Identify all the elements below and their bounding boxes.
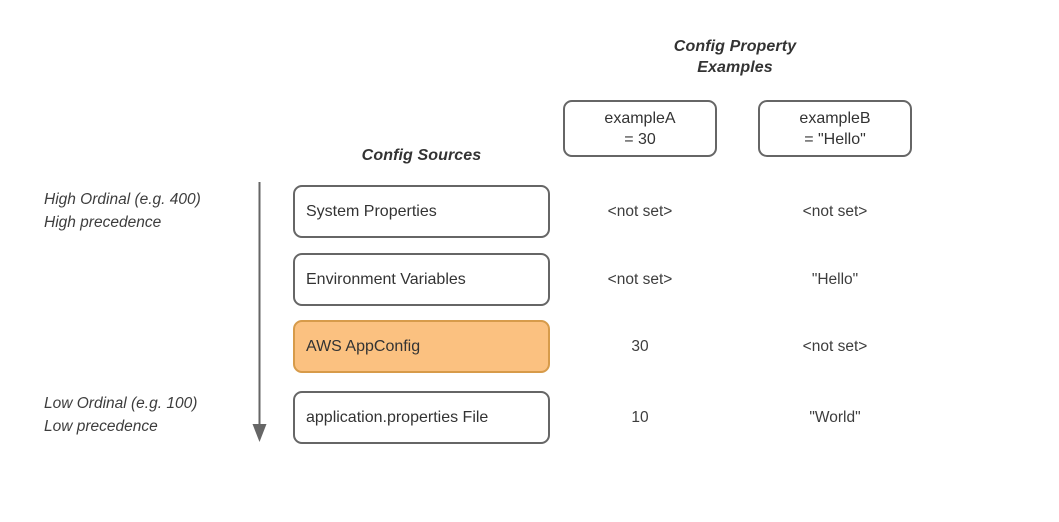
table-row: AWS AppConfig 30 <not set> bbox=[0, 320, 1059, 373]
config-source-box-application-properties-file[interactable]: application.properties File bbox=[293, 391, 550, 444]
config-source-label: AWS AppConfig bbox=[306, 337, 421, 355]
precedence-down-arrow-icon bbox=[252, 182, 267, 442]
config-source-label: application.properties File bbox=[306, 408, 489, 426]
high-ordinal-line-1: High Ordinal (e.g. 400) bbox=[44, 191, 201, 208]
table-row: application.properties File 10 "World" bbox=[0, 391, 1059, 444]
config-sources-title: Config Sources bbox=[361, 147, 482, 164]
property-header-box-examplea: exampleA = 30 bbox=[563, 100, 717, 157]
value-cell-examplea: 30 bbox=[631, 337, 649, 355]
value-cell-exampleb: <not set> bbox=[802, 337, 868, 355]
value-cell-examplea: <not set> bbox=[607, 202, 673, 220]
value-cell-examplea: 10 bbox=[631, 408, 649, 426]
property-name-exampleb: exampleB bbox=[799, 109, 871, 127]
value-cell-exampleb: "World" bbox=[809, 408, 861, 426]
examples-title-line-1: Config Property bbox=[673, 38, 797, 55]
config-source-box-system-properties[interactable]: System Properties bbox=[293, 185, 550, 238]
value-cell-exampleb: <not set> bbox=[802, 202, 868, 220]
low-ordinal-line-2: Low precedence bbox=[44, 418, 158, 435]
property-value-exampleb: = "Hello" bbox=[804, 130, 866, 148]
table-row: Environment Variables <not set> "Hello" bbox=[0, 253, 1059, 306]
high-ordinal-note: High Ordinal (e.g. 400) High precedence bbox=[44, 188, 264, 234]
value-cell-exampleb: "Hello" bbox=[811, 270, 859, 288]
low-ordinal-note: Low Ordinal (e.g. 100) Low precedence bbox=[44, 392, 264, 438]
config-source-box-environment-variables[interactable]: Environment Variables bbox=[293, 253, 550, 306]
low-ordinal-line-1: Low Ordinal (e.g. 100) bbox=[44, 395, 198, 412]
value-cell-examplea: <not set> bbox=[607, 270, 673, 288]
property-name-examplea: exampleA bbox=[604, 109, 676, 127]
property-header-box-exampleb: exampleB = "Hello" bbox=[758, 100, 912, 157]
config-source-label: Environment Variables bbox=[306, 270, 466, 288]
property-value-examplea: = 30 bbox=[624, 130, 656, 148]
config-source-label: System Properties bbox=[306, 202, 437, 220]
examples-title-line-2: Examples bbox=[697, 59, 773, 76]
table-row: System Properties <not set> <not set> bbox=[0, 185, 1059, 238]
config-source-box-aws-appconfig[interactable]: AWS AppConfig bbox=[293, 320, 550, 373]
config-property-examples-title: Config Property Examples bbox=[605, 36, 865, 78]
high-ordinal-line-2: High precedence bbox=[44, 214, 162, 231]
